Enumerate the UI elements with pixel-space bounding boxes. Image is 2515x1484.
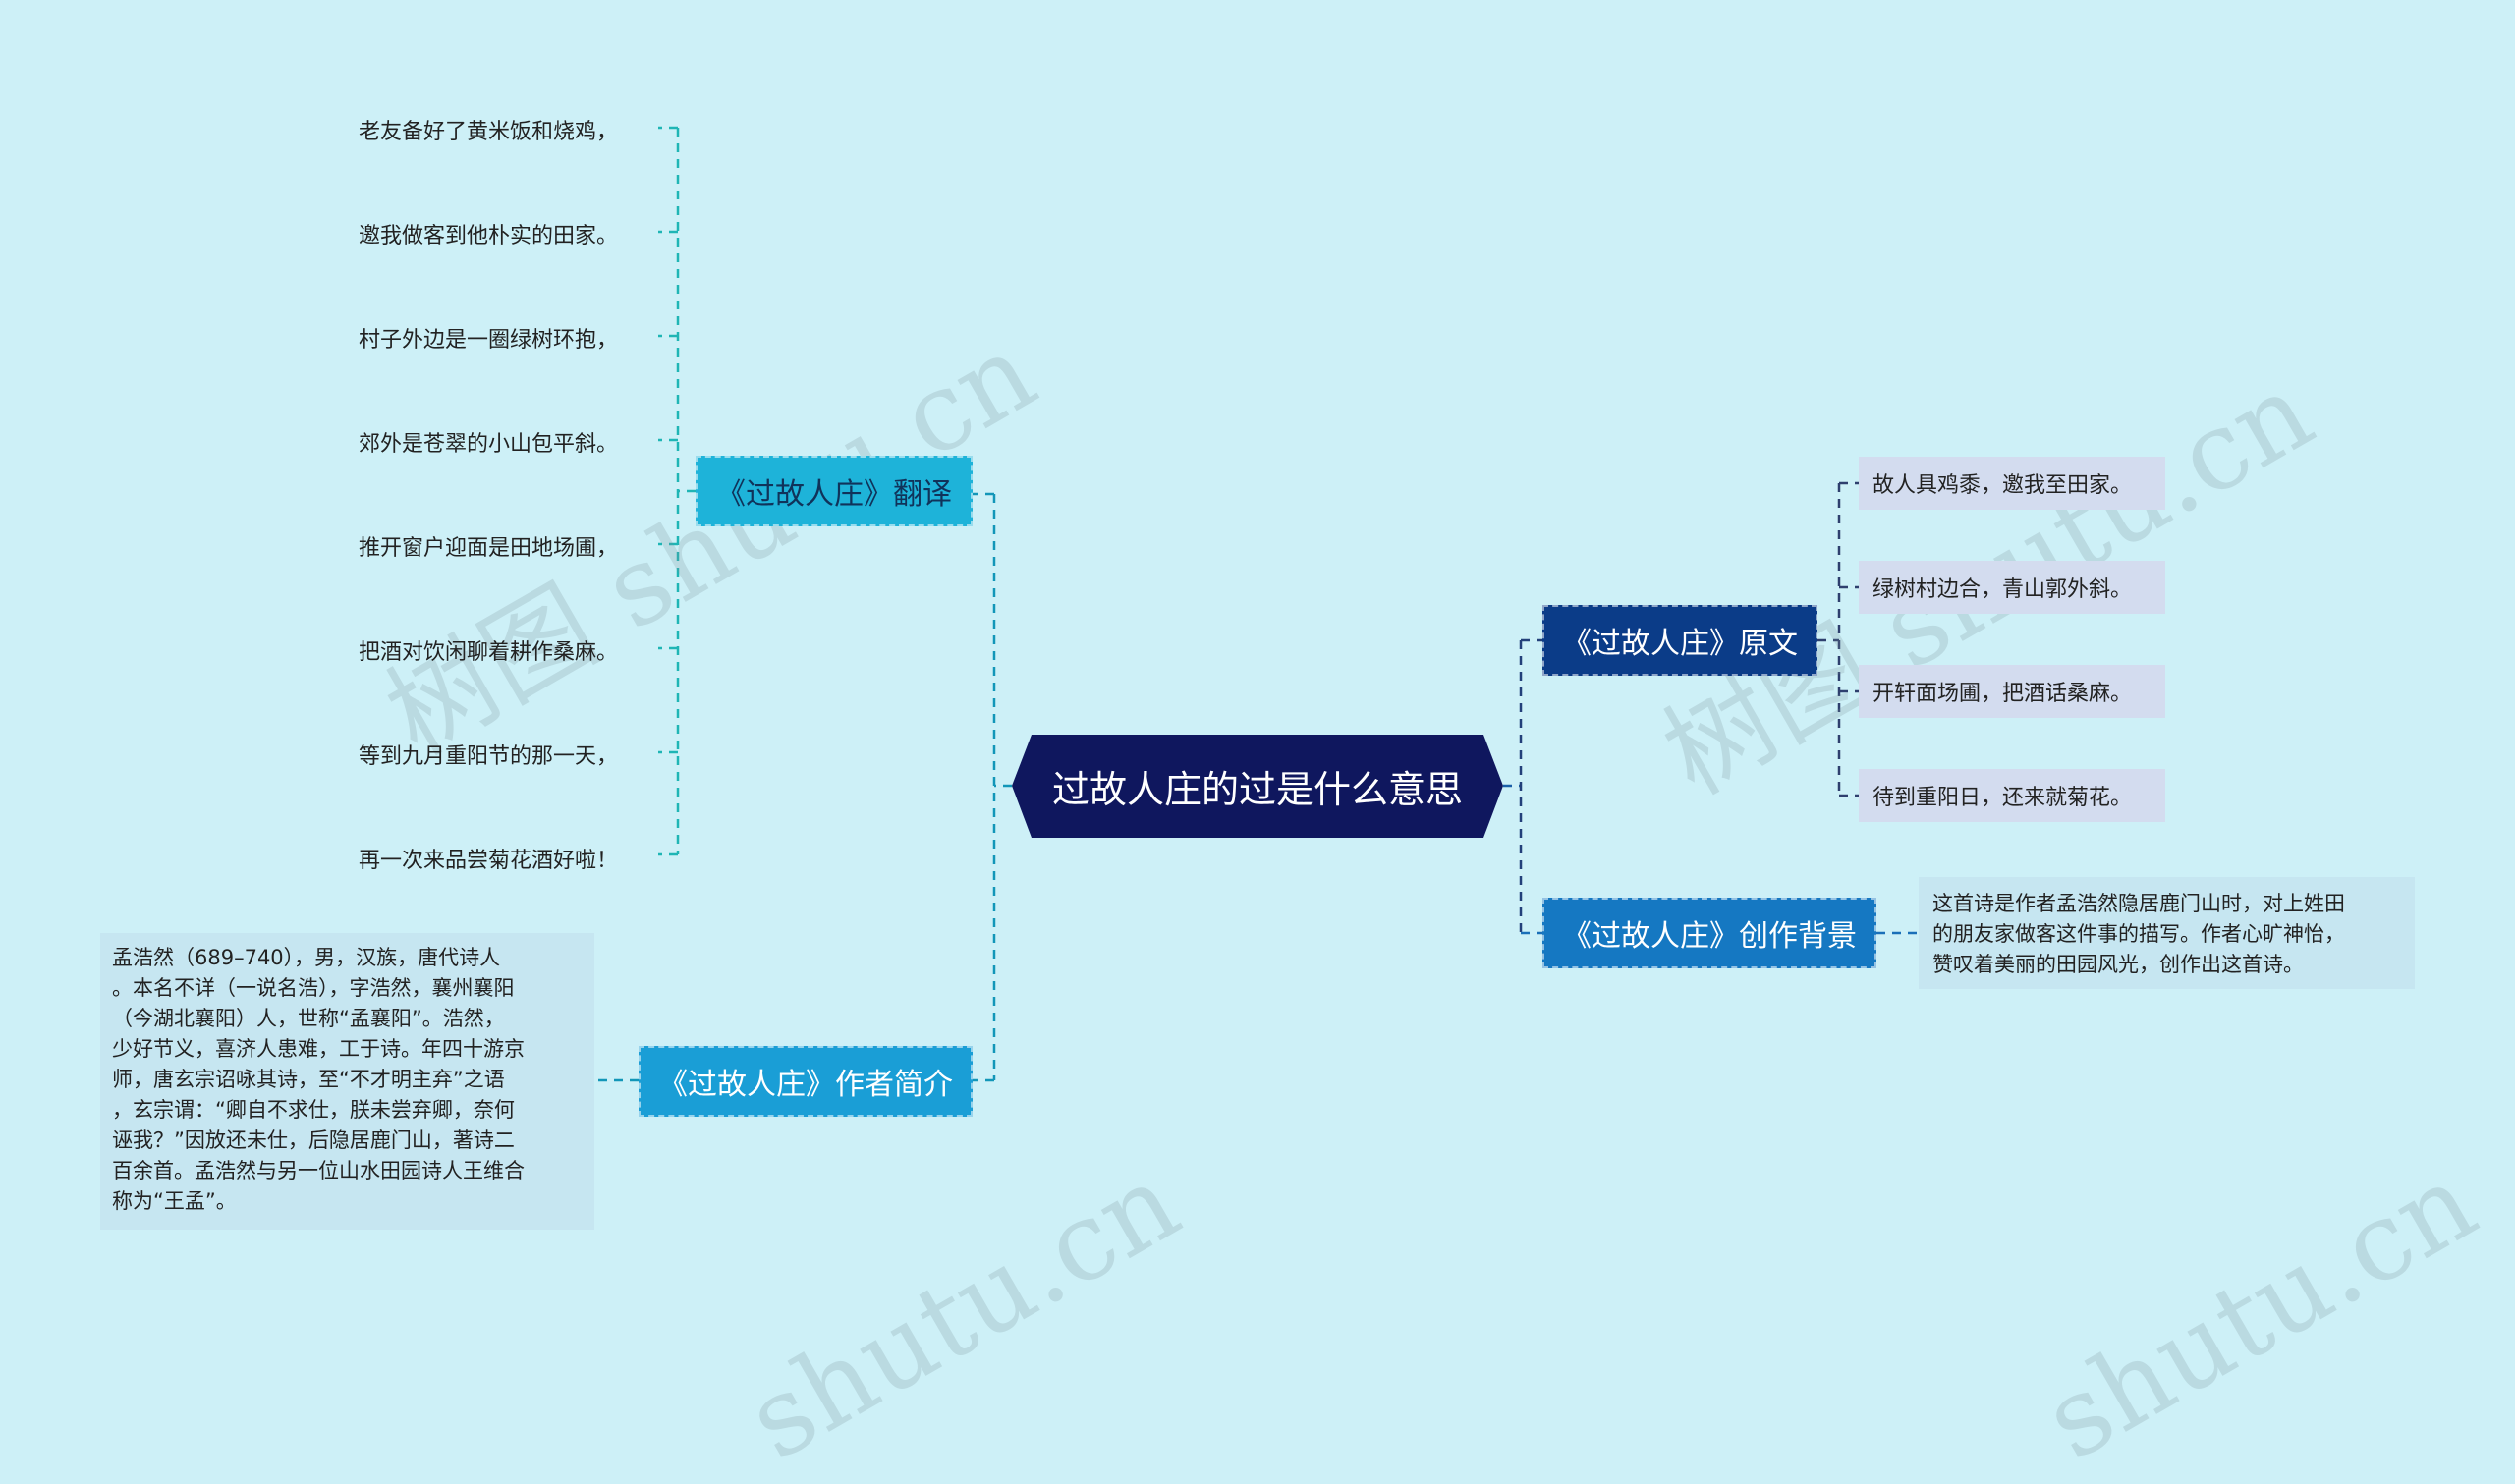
- translation-line[interactable]: 郊外是苍翠的小山包平斜。: [359, 432, 619, 457]
- author-bio-line: 称为“王孟”。: [112, 1189, 237, 1213]
- author-bio-text[interactable]: 孟浩然（689–740），男，汉族，唐代诗人 。本名不详（一说名浩），字浩然，襄…: [100, 933, 594, 1230]
- author-bio-line: 孟浩然（689–740），男，汉族，唐代诗人: [112, 946, 501, 969]
- original-line[interactable]: 故人具鸡黍，邀我至田家。: [1859, 457, 2165, 510]
- translation-line[interactable]: 等到九月重阳节的那一天，: [359, 744, 619, 769]
- author-bio-line: 。本名不详（一说名浩），字浩然，襄州襄阳: [112, 976, 515, 1000]
- translation-line[interactable]: 把酒对饮闲聊着耕作桑麻。: [359, 640, 619, 665]
- branch-creation-background[interactable]: 《过故人庄》创作背景: [1542, 898, 1876, 968]
- translation-line[interactable]: 再一次来品尝菊花酒好啦！: [359, 849, 619, 873]
- branch-author[interactable]: 《过故人庄》作者简介: [639, 1046, 973, 1117]
- original-line[interactable]: 开轩面场圃，把酒话桑麻。: [1859, 665, 2165, 718]
- background-line: 这首诗是作者孟浩然隐居鹿门山时，对上姓田: [1932, 892, 2345, 915]
- connector-lines: [594, 126, 1919, 1082]
- author-bio-line: 百余首。孟浩然与另一位山水田园诗人王维合: [112, 1159, 525, 1182]
- author-bio-line: 诬我？”因放还未仕，后隐居鹿门山，著诗二: [112, 1128, 515, 1152]
- translation-line[interactable]: 老友备好了黄米饭和烧鸡，: [359, 120, 619, 144]
- author-bio-line: 师，唐玄宗诏咏其诗，至“不才明主弃”之语: [112, 1068, 505, 1091]
- mind-map: 树图 shutu.cn 树图 shutu.cn shutu.cn shutu.c…: [100, 120, 2496, 1484]
- author-bio-line: 少好节义，喜济人患难，工于诗。年四十游京: [112, 1037, 525, 1061]
- background-line: 的朋友家做客这件事的描写。作者心旷神怡，: [1932, 922, 2345, 946]
- central-topic[interactable]: 过故人庄的过是什么意思: [1012, 735, 1503, 838]
- original-line[interactable]: 绿树村边合，青山郭外斜。: [1859, 561, 2165, 614]
- translation-line[interactable]: 邀我做客到他朴实的田家。: [359, 224, 619, 248]
- original-line[interactable]: 待到重阳日，还来就菊花。: [1859, 769, 2165, 822]
- branch-translation[interactable]: 《过故人庄》翻译: [696, 456, 973, 526]
- background-line: 赞叹着美丽的田园风光，创作出这首诗。: [1932, 953, 2304, 976]
- translation-line[interactable]: 推开窗户迎面是田地场圃，: [359, 536, 619, 561]
- branch-original[interactable]: 《过故人庄》原文: [1542, 605, 1817, 676]
- creation-background-text[interactable]: 这首诗是作者孟浩然隐居鹿门山时，对上姓田 的朋友家做客这件事的描写。作者心旷神怡…: [1919, 877, 2415, 989]
- author-bio-line: ，玄宗谓：“卿自不求仕，朕未尝弃卿，奈何: [112, 1098, 515, 1122]
- author-bio-line: （今湖北襄阳）人，世称“孟襄阳”。浩然，: [112, 1007, 505, 1030]
- translation-line[interactable]: 村子外边是一圈绿树环抱，: [359, 328, 619, 353]
